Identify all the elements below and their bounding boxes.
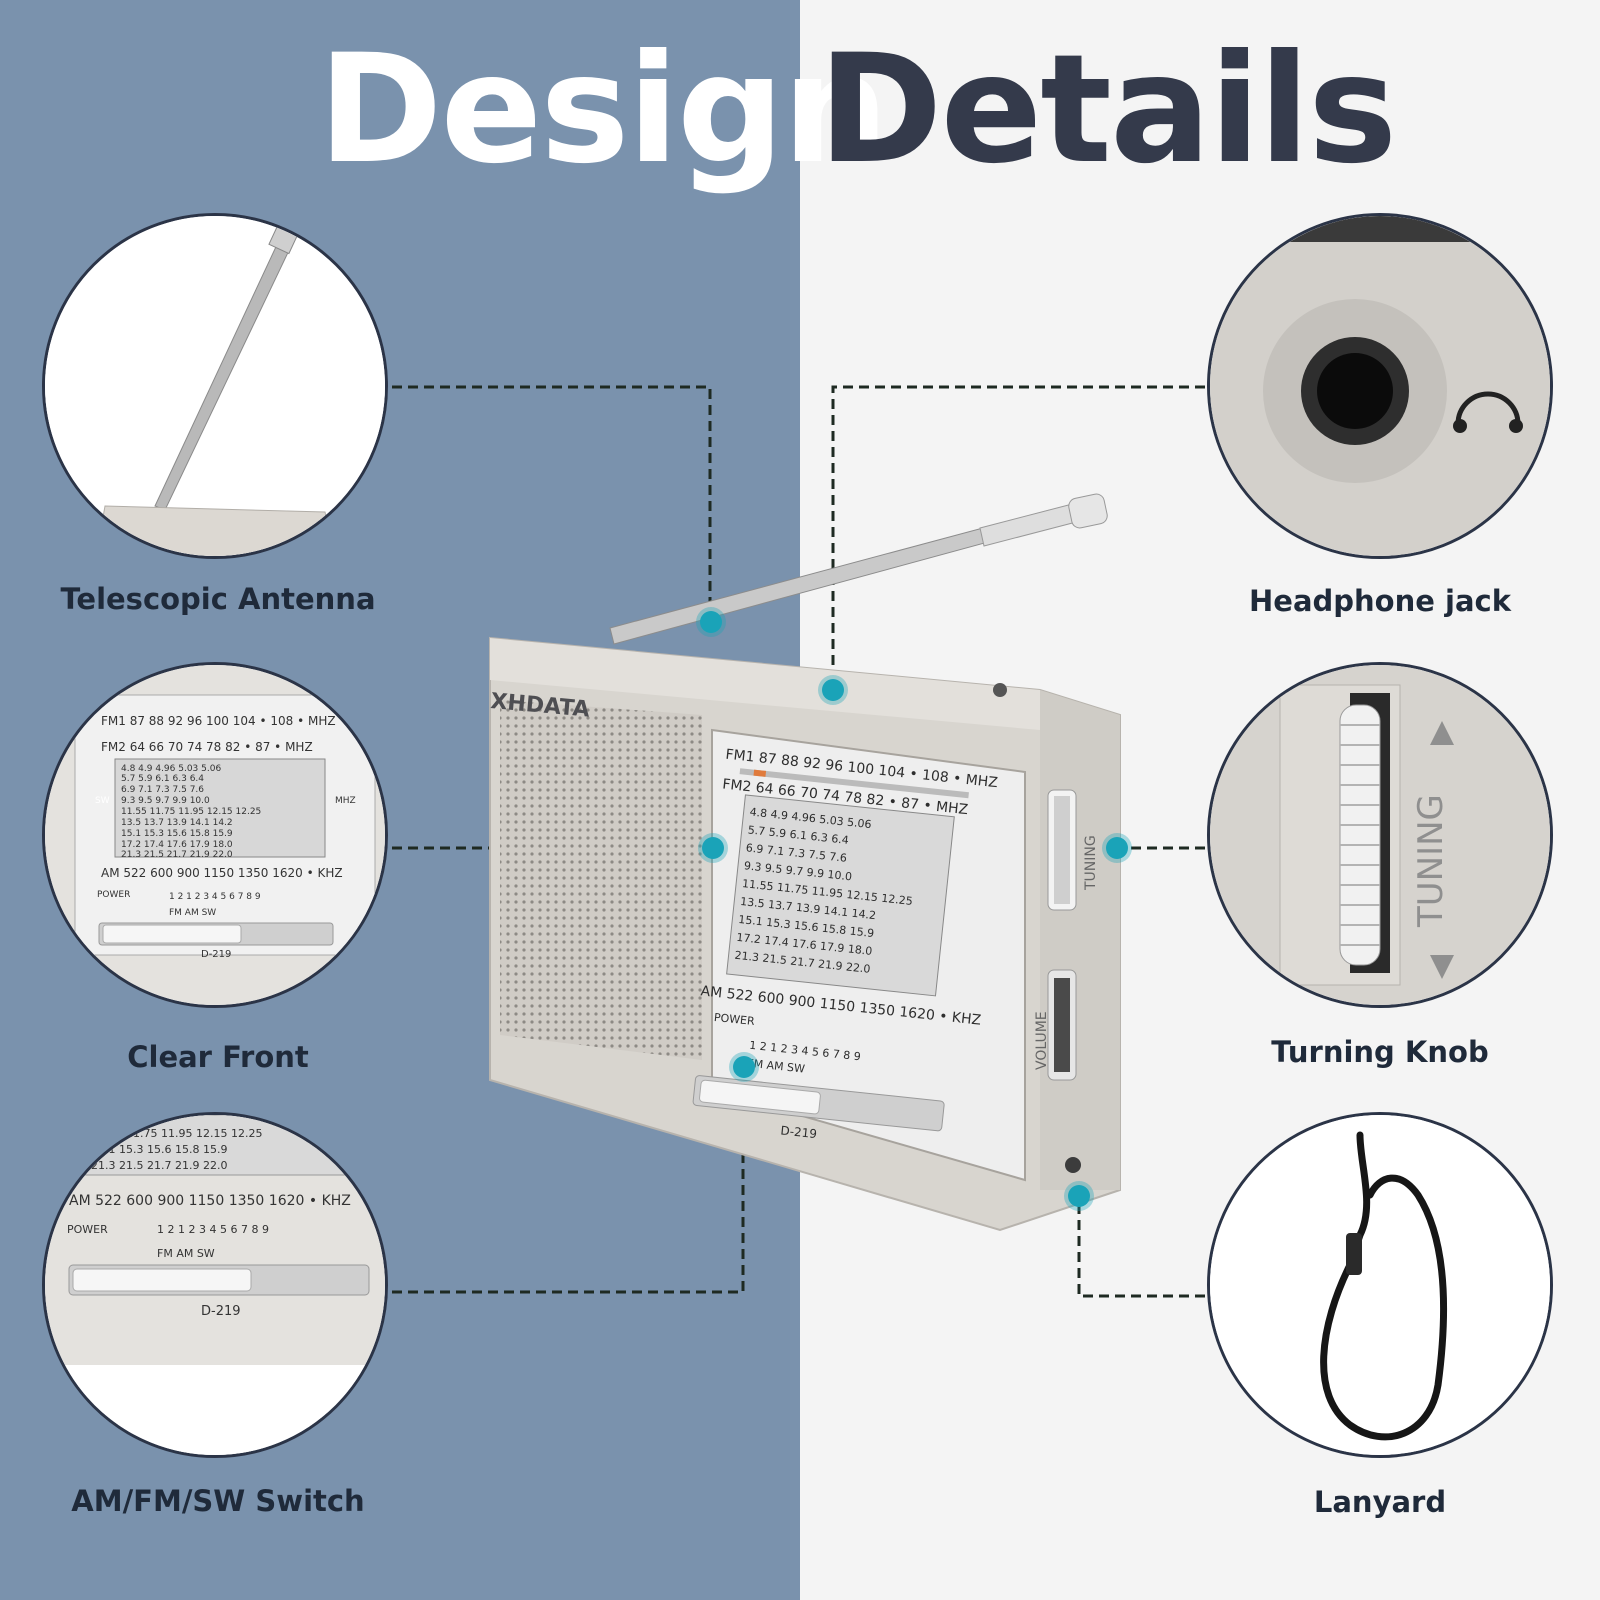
title-design: Design (318, 23, 889, 197)
front-am: AM 522 600 900 1150 1350 1620 • KHZ (101, 866, 343, 880)
speaker-grille (500, 700, 702, 1060)
switch-power: POWER (67, 1223, 108, 1236)
antenna-label: Telescopic Antenna (60, 582, 376, 616)
title-details: Details (818, 23, 1397, 197)
headphone-detail-circle (1207, 213, 1553, 559)
tuning-detail-circle: TUNING (1207, 662, 1553, 1008)
headphone-icon (1455, 391, 1521, 425)
switch-marker (733, 1056, 755, 1078)
sw-row: 17.2 17.4 17.6 17.9 18.0 (121, 840, 233, 850)
band-slider-knob (699, 1079, 821, 1115)
sw-row: 9.3 9.5 9.7 9.9 10.0 (121, 796, 210, 806)
switch-slider-knob (72, 1268, 252, 1292)
sw-row: 21.3 21.5 21.7 21.9 22.0 (121, 850, 233, 860)
top-jack (993, 683, 1007, 697)
front-band-numbers: 1 2 1 2 3 4 5 6 7 8 9 (169, 892, 261, 902)
switch-band-numbers: 1 2 1 2 3 4 5 6 7 8 9 (157, 1223, 269, 1236)
sw-row: 6.9 7.1 7.3 7.5 7.6 (121, 785, 204, 795)
switch-label: AM/FM/SW Switch (71, 1484, 365, 1518)
volume-label: VOLUME (1034, 1011, 1050, 1070)
sw-row: 13.5 13.7 13.9 14.1 14.2 (121, 818, 233, 828)
switch-detail-circle: 11.55 11.75 11.95 12.15 12.25 15.1 15.3 … (42, 1112, 388, 1458)
antenna-marker (700, 611, 722, 633)
sw-row: 21.3 21.5 21.7 21.9 22.0 (91, 1159, 227, 1172)
tuning-marker (1106, 837, 1128, 859)
front-label: Clear Front (127, 1040, 309, 1074)
sw-row: 15.1 15.3 15.6 15.8 15.9 (121, 829, 233, 839)
band-labels: FM AM SW (747, 1057, 806, 1076)
lanyard-clip (1346, 1233, 1362, 1275)
tuning-up-arrow-icon (1430, 721, 1454, 745)
tuning-knob-label: TUNING (1411, 794, 1451, 928)
sw-row: 5.7 5.9 6.1 6.3 6.4 (121, 774, 204, 784)
tuning-side-label: TUNING (1083, 835, 1099, 891)
model-label: D-219 (780, 1123, 818, 1141)
lanyard-marker (1068, 1185, 1090, 1207)
headphone-marker (822, 679, 844, 701)
lanyard-detail-circle (1207, 1112, 1553, 1458)
switch-am: AM 522 600 900 1150 1350 1620 • KHZ (69, 1193, 351, 1209)
power-label: POWER (713, 1011, 755, 1028)
lanyard-label: Lanyard (1313, 1485, 1447, 1519)
antenna-detail-circle (42, 213, 388, 559)
headphone-label: Headphone jack (1249, 584, 1511, 618)
sw-row: 15.1 15.3 15.6 15.8 15.9 (91, 1143, 227, 1156)
sw-row: 4.8 4.9 4.96 5.03 5.06 (121, 764, 221, 774)
tuning-down-arrow-icon (1430, 955, 1454, 979)
front-detail-circle: FM1 87 88 92 96 100 104 • 108 • MHZ FM2 … (42, 662, 388, 1008)
tuning-wheel (1047, 789, 1077, 911)
switch-band-labels: FM AM SW (157, 1247, 215, 1260)
front-model: D-219 (201, 949, 231, 960)
front-fm1: FM1 87 88 92 96 100 104 • 108 • MHZ (101, 714, 336, 728)
sw-row: 11.55 11.75 11.95 12.15 12.25 (121, 807, 261, 817)
mhz-badge: MHZ (335, 796, 356, 806)
sw-badge: SW (95, 796, 110, 806)
tuning-label: Turning Knob (1271, 1035, 1489, 1069)
volume-wheel (1047, 969, 1077, 1081)
front-fm2: FM2 64 66 70 74 78 82 • 87 • MHZ (101, 740, 313, 754)
front-marker (702, 837, 724, 859)
radio-main: XHDATA FM1 87 88 92 96 100 104 • 108 • M… (489, 493, 1121, 1232)
switch-model: D-219 (201, 1304, 241, 1319)
lanyard-hole (1065, 1157, 1081, 1173)
front-power: POWER (97, 890, 130, 900)
antenna-rod (609, 493, 1108, 645)
front-band-labels: FM AM SW (169, 908, 216, 918)
